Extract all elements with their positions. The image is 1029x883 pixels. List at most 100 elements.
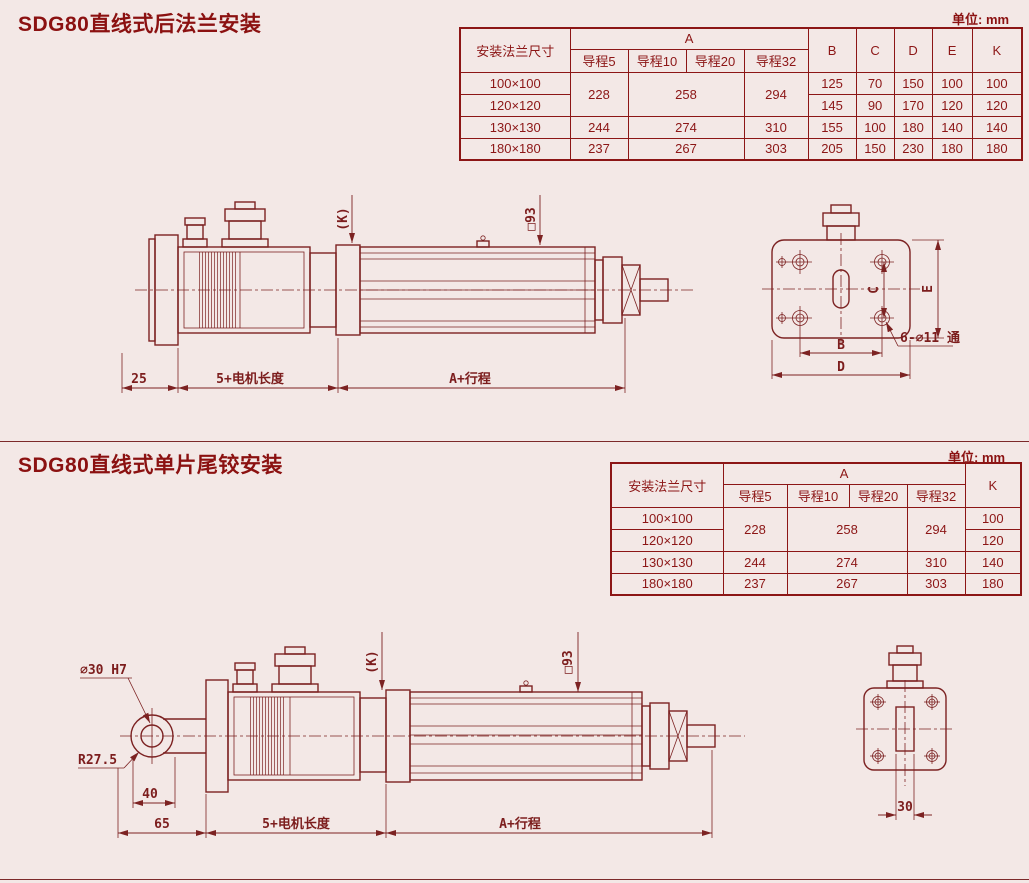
- cell-b: 125: [807, 71, 857, 95]
- motor-connectors: [182, 201, 269, 248]
- cell-a10-20: 267: [786, 572, 908, 596]
- dim-label-65: 65: [154, 817, 170, 832]
- cell-a5: 244: [569, 115, 629, 139]
- cell-a10-20: 258: [627, 71, 745, 117]
- actuator-side-view-clevis: [120, 646, 745, 793]
- header-a: A: [569, 27, 809, 50]
- cell-k: 140: [964, 550, 1022, 574]
- section1-unit-label: 单位: mm: [952, 12, 1010, 27]
- cell-k: 180: [971, 137, 1023, 161]
- header-c: C: [855, 27, 895, 73]
- cell-e: 180: [931, 137, 973, 161]
- header-a: A: [722, 462, 966, 485]
- cell-k: 140: [971, 115, 1023, 139]
- header-k: K: [971, 27, 1023, 73]
- header-lead-10: 导程10: [786, 483, 850, 508]
- cell-a5: 228: [569, 71, 629, 117]
- cell-b: 145: [807, 93, 857, 117]
- cell-a5: 237: [569, 137, 629, 161]
- dim-label-motor-length: 5+电机长度: [216, 371, 285, 387]
- dim-label-k: (K): [365, 650, 380, 673]
- page-bottom-rule: [0, 879, 1029, 880]
- bolt-holes: [776, 250, 894, 330]
- cell-a10-20: 267: [627, 137, 745, 161]
- cell-c: 100: [855, 115, 895, 139]
- dim-label-30: 30: [897, 800, 913, 815]
- dim-label-holes: 6-∅11 通: [900, 330, 960, 346]
- cell-size: 100×100: [459, 71, 571, 95]
- header-lead-20: 导程20: [848, 483, 908, 508]
- cell-a32: 303: [906, 572, 966, 596]
- section1-dimension-labels: 25 5+电机长度 A+行程 (K) □93 C E B D 6-∅11 通: [131, 207, 960, 387]
- cell-d: 230: [893, 137, 933, 161]
- cell-size: 120×120: [459, 93, 571, 117]
- bolt-holes: [870, 694, 940, 764]
- cell-a5: 228: [722, 506, 788, 552]
- section1-technical-drawing: 25 5+电机长度 A+行程 (K) □93 C E B D 6-∅11 通: [121, 195, 960, 393]
- cell-e: 100: [931, 71, 973, 95]
- header-lead-5: 导程5: [722, 483, 788, 508]
- cell-c: 70: [855, 71, 895, 95]
- dim-label-b: B: [837, 338, 845, 353]
- cell-a10-20: 258: [786, 506, 908, 552]
- header-lead-10: 导程10: [627, 48, 687, 73]
- section2-unit-label: 单位: mm: [948, 450, 1006, 465]
- header-e: E: [931, 27, 973, 73]
- side-view-dimensions: [121, 195, 626, 393]
- cell-e: 140: [931, 115, 973, 139]
- actuator-side-view: [135, 201, 695, 346]
- clevis-callouts: [78, 677, 151, 769]
- section-divider: [0, 441, 1029, 442]
- header-k: K: [964, 462, 1022, 508]
- cell-a10-20: 274: [627, 115, 745, 139]
- cell-size: 130×130: [459, 115, 571, 139]
- section2-technical-drawing: ∅30 H7 R27.5 40 65 5+电机长度 A+行程 (K) □93 3…: [78, 632, 954, 838]
- header-b: B: [807, 27, 857, 73]
- cell-k: 120: [971, 93, 1023, 117]
- tail-hinge-end-view: [856, 645, 954, 820]
- side-view-dimensions: [117, 632, 713, 838]
- header-lead-32: 导程32: [743, 48, 809, 73]
- cell-a32: 310: [906, 550, 966, 574]
- cell-size: 180×180: [610, 572, 724, 596]
- header-lead-32: 导程32: [906, 483, 966, 508]
- dim-label-k: (K): [336, 207, 351, 230]
- dim-label-c: C: [867, 286, 882, 294]
- dim-label-d: D: [837, 360, 845, 375]
- dim-label-stroke: A+行程: [499, 816, 541, 832]
- section1-dimension-table: 安装法兰尺寸 A B C D E K 导程5 导程10 导程20 导程32 10…: [459, 27, 1024, 161]
- cell-size: 120×120: [610, 528, 724, 552]
- cell-e: 120: [931, 93, 973, 117]
- cell-size: 130×130: [610, 550, 724, 574]
- cell-k: 100: [971, 71, 1023, 95]
- cell-c: 150: [855, 137, 895, 161]
- header-lead-5: 导程5: [569, 48, 629, 73]
- dim-label-bore: ∅30 H7: [80, 663, 127, 678]
- cell-k: 180: [964, 572, 1022, 596]
- cell-d: 150: [893, 71, 933, 95]
- cell-a5: 244: [722, 550, 788, 574]
- dim-label-motor-length: 5+电机长度: [262, 816, 331, 832]
- cell-size: 180×180: [459, 137, 571, 161]
- section2-title: SDG80直线式单片尾铰安装: [18, 454, 283, 477]
- dim-label-sq93: □93: [561, 650, 576, 673]
- cell-a10-20: 274: [786, 550, 908, 574]
- cell-a32: 303: [743, 137, 809, 161]
- cell-c: 90: [855, 93, 895, 117]
- header-d: D: [893, 27, 933, 73]
- dim-label-e: E: [921, 285, 936, 293]
- rear-flange-end-view: [762, 204, 953, 379]
- section2-dimension-labels: ∅30 H7 R27.5 40 65 5+电机长度 A+行程 (K) □93 3…: [78, 650, 913, 832]
- dim-label-40: 40: [142, 787, 158, 802]
- cell-a32: 294: [906, 506, 966, 552]
- cell-d: 180: [893, 115, 933, 139]
- cell-d: 170: [893, 93, 933, 117]
- section1-title: SDG80直线式后法兰安装: [18, 13, 262, 36]
- cell-a5: 237: [722, 572, 788, 596]
- header-flange-size: 安装法兰尺寸: [459, 27, 571, 73]
- motor-connectors: [232, 646, 319, 693]
- section2-dimension-table: 安装法兰尺寸 A K 导程5 导程10 导程20 导程32 100×100 22…: [610, 462, 1023, 596]
- cell-k: 100: [964, 506, 1022, 530]
- header-flange-size: 安装法兰尺寸: [610, 462, 724, 508]
